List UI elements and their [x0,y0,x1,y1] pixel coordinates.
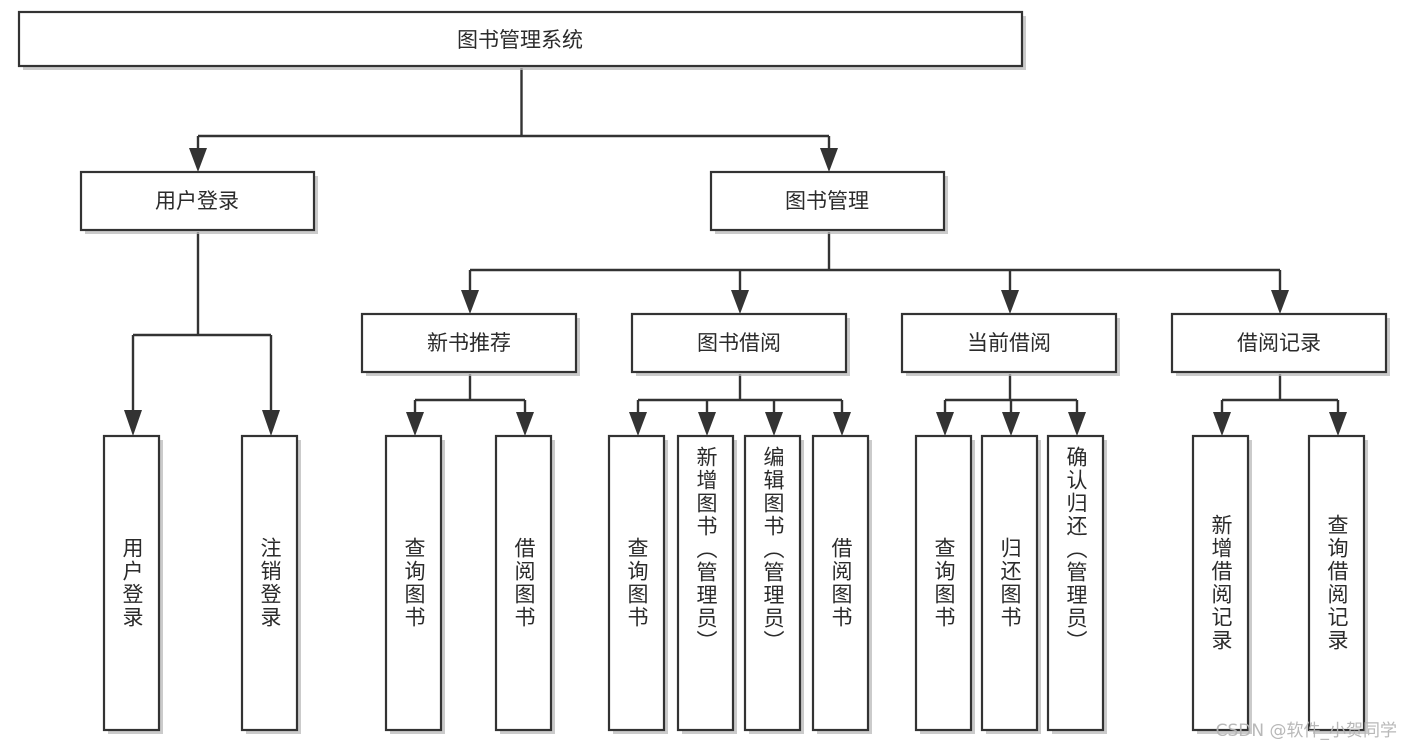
leaf-cb-1-box[interactable] [914,434,973,732]
leaf-bb-4-box[interactable] [811,434,870,732]
node-new-book-recommend[interactable]: 新书推荐 [360,312,580,376]
arrow-leaf-user-login-2 [262,410,280,436]
arrow-to-new-book-recommend [461,290,479,314]
leaf-cb-2-box[interactable] [980,434,1039,732]
arrow-to-book-manage [820,148,838,172]
leaf-bb-1-box[interactable] [607,434,666,732]
arrow-leaf-nbr-1 [406,412,424,436]
node-current-borrow-box[interactable] [900,312,1118,374]
node-book-manage-box[interactable] [709,170,946,232]
leaf-cb-3-box[interactable] [1046,434,1105,732]
connector-group [124,68,1347,436]
node-borrow-record-box[interactable] [1170,312,1388,374]
arrow-to-user-login [189,148,207,172]
arrow-to-current-borrow [1001,290,1019,314]
leaf-box-group [102,434,1368,734]
node-book-manage[interactable]: 图书管理 [709,170,948,234]
arrow-leaf-bb-2 [698,412,716,436]
arrow-leaf-cb-2 [1002,412,1020,436]
node-user-login-box[interactable] [79,170,316,232]
node-book-borrow-label: 图书借阅 [697,331,781,355]
node-new-book-recommend-box[interactable] [360,312,578,374]
leaf-br-2-box[interactable] [1307,434,1366,732]
leaf-nbr-1-box[interactable] [384,434,443,732]
node-root-box[interactable] [17,10,1024,68]
watermark-label: CSDN @软件_小贺同学 [1215,721,1397,741]
leaf-bb-2-box[interactable] [676,434,735,732]
arrow-leaf-br-1 [1213,412,1231,436]
leaf-nbr-2-box[interactable] [494,434,553,732]
arrow-leaf-br-2 [1329,412,1347,436]
node-book-manage-label: 图书管理 [785,189,869,213]
arrow-leaf-bb-3 [765,412,783,436]
leaf-user-login-2-box[interactable] [240,434,299,732]
arrow-to-book-borrow [731,290,749,314]
node-root-label: 图书管理系统 [457,28,583,52]
leaf-user-login-1-box[interactable] [102,434,161,732]
arrow-leaf-bb-4 [833,412,851,436]
node-book-borrow[interactable]: 图书借阅 [630,312,850,376]
node-current-borrow-label: 当前借阅 [967,331,1051,355]
node-user-login[interactable]: 用户登录 [79,170,318,234]
arrow-leaf-nbr-2 [516,412,534,436]
leaf-br-1-box[interactable] [1191,434,1250,732]
node-book-borrow-box[interactable] [630,312,848,374]
node-current-borrow[interactable]: 当前借阅 [900,312,1120,376]
node-borrow-record-label: 借阅记录 [1237,331,1321,355]
node-user-login-label: 用户登录 [155,189,239,213]
arrow-leaf-user-login-1 [124,410,142,436]
arrow-leaf-bb-1 [629,412,647,436]
node-root[interactable]: 图书管理系统 [17,10,1026,70]
arrow-leaf-cb-3 [1068,412,1086,436]
node-new-book-recommend-label: 新书推荐 [427,331,511,355]
leaf-bb-3-box[interactable] [743,434,802,732]
arrow-leaf-cb-1 [936,412,954,436]
node-borrow-record[interactable]: 借阅记录 [1170,312,1390,376]
arrow-to-borrow-record [1271,290,1289,314]
